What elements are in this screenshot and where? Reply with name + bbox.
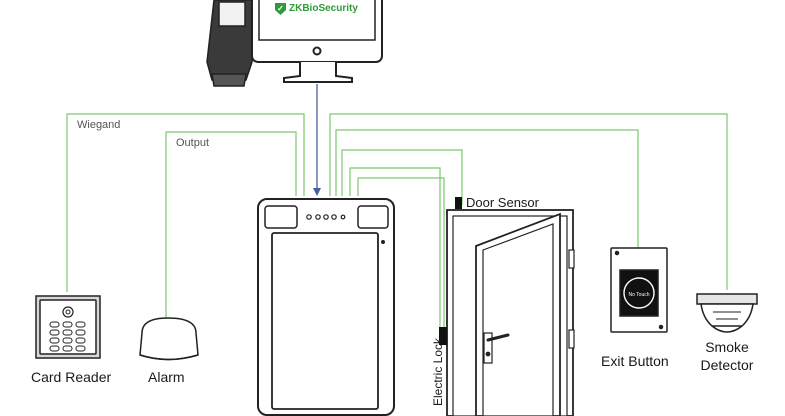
network-line [313,84,321,196]
monitor-icon [251,0,383,83]
smoke-detector-device [696,293,758,333]
server-tower-icon [206,0,253,87]
face-terminal [257,198,395,416]
exit-button-caption: EXIT [631,319,647,326]
door-sensor-label: Door Sensor [466,195,539,210]
exit-button-device [610,247,668,333]
alarm-device [139,317,199,361]
wiegand-label: Wiegand [77,119,121,131]
green-wires [66,113,728,330]
zkbio-logo-mark: ✓ [275,3,286,15]
smoke-detector-label-line1: Smoke [705,339,749,355]
smoke-detector-label-line2: Detector [700,357,754,373]
svg-text:✓: ✓ [277,4,284,13]
output-label: Output [176,137,210,149]
electric-lock-marker [439,327,447,345]
card-reader-device [35,295,101,359]
door-sensor-marker [455,197,462,209]
brand-name: ZKBioSecurity [289,3,358,14]
card-reader-label: Card Reader [31,369,112,385]
alarm-label: Alarm [148,369,185,385]
exit-button-label: Exit Button [601,353,669,369]
electric-lock-label: Electric Lock [431,337,445,406]
exit-button-face-text: No Touch [628,292,649,298]
door [446,209,575,416]
